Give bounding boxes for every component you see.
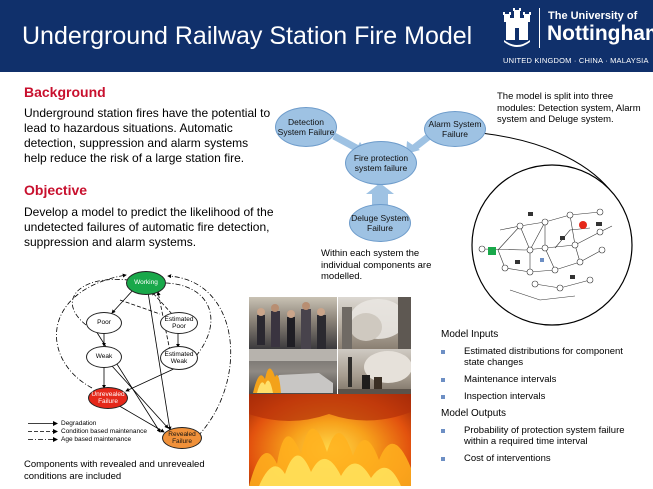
photo-flames <box>249 394 411 486</box>
model-inputs-title: Model Inputs <box>441 329 499 340</box>
input-item: Maintenance intervals <box>441 374 641 385</box>
bullet-icon <box>441 428 445 433</box>
logo-university-of: The University of <box>548 10 638 22</box>
state-estimated-poor: Estimated Poor <box>160 312 198 334</box>
university-crest-icon <box>503 8 531 47</box>
alarm-system-node: Alarm System Failure <box>424 111 486 147</box>
modules-split-note: The model is split into three modules: D… <box>497 91 641 125</box>
state-poor: Poor <box>86 312 122 334</box>
components-note: Within each system the individual compon… <box>321 248 432 282</box>
state-revealed-failure: Revealed Failure <box>162 427 202 449</box>
photo-street-smoke <box>338 297 411 349</box>
legend-age-maintenance: Age based maintenance <box>28 436 131 443</box>
state-estimated-weak: Estimated Weak <box>160 346 198 370</box>
photo-station-crowd <box>249 297 337 349</box>
bullet-icon <box>441 456 445 461</box>
background-heading: Background <box>24 84 106 100</box>
logo-divider <box>539 8 540 48</box>
header-banner: Underground Railway Station Fire Model T… <box>0 0 653 72</box>
deluge-system-node: Deluge System Failure <box>349 204 411 242</box>
logo-nottingham: Nottingham <box>547 22 653 45</box>
input-item: Inspection intervals <box>441 391 641 402</box>
bullet-icon <box>441 349 445 354</box>
photo-firefighters <box>338 349 411 394</box>
background-text: Underground station fires have the poten… <box>24 106 271 165</box>
bullet-icon <box>441 394 445 399</box>
output-item: Cost of interventions <box>441 453 641 464</box>
legend-degradation: Degradation <box>28 420 96 427</box>
state-weak: Weak <box>86 346 122 368</box>
fire-protection-node: Fire protection system failure <box>345 141 417 185</box>
detection-system-node: Detection System Failure <box>275 107 337 147</box>
input-item: Estimated distributions for component st… <box>441 346 641 368</box>
bullet-icon <box>441 377 445 382</box>
legend-condition-maintenance: Condition based maintenance <box>28 428 147 435</box>
objective-heading: Objective <box>24 182 88 198</box>
photo-car-fire <box>249 349 337 394</box>
output-item: Probability of protection system failure… <box>441 425 641 447</box>
state-unrevealed-failure: Unrevealed Failure <box>88 387 128 409</box>
state-working: Working <box>126 271 166 295</box>
logo-campus-line: UNITED KINGDOM · CHINA · MALAYSIA <box>503 56 649 65</box>
model-outputs-title: Model Outputs <box>441 408 507 419</box>
state-diagram-caption: Components with revealed and unrevealed … <box>24 459 205 482</box>
page-title: Underground Railway Station Fire Model <box>22 22 473 50</box>
objective-text: Develop a model to predict the likelihoo… <box>24 205 274 249</box>
